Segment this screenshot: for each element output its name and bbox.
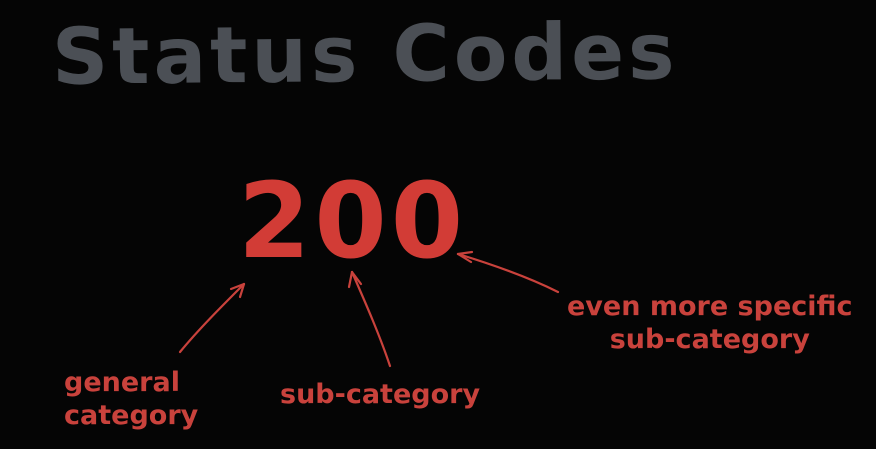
annotation-general-line1: general bbox=[64, 367, 180, 398]
annotation-general-category: general category bbox=[64, 366, 198, 432]
annotation-sub-category: sub-category bbox=[280, 379, 481, 410]
arrow-specific-sub-category bbox=[456, 250, 560, 294]
annotation-specific-sub-category: even more specific sub-category bbox=[567, 290, 853, 356]
annotation-specific-line1: even more specific bbox=[567, 291, 853, 322]
annotation-specific-line2: sub-category bbox=[609, 324, 810, 355]
diagram-title: Status Codes bbox=[51, 7, 679, 103]
status-code: 200 bbox=[238, 160, 468, 282]
arrow-sub-category bbox=[347, 270, 392, 368]
arrow-general-category bbox=[178, 282, 246, 354]
annotation-general-line2: category bbox=[64, 400, 199, 431]
